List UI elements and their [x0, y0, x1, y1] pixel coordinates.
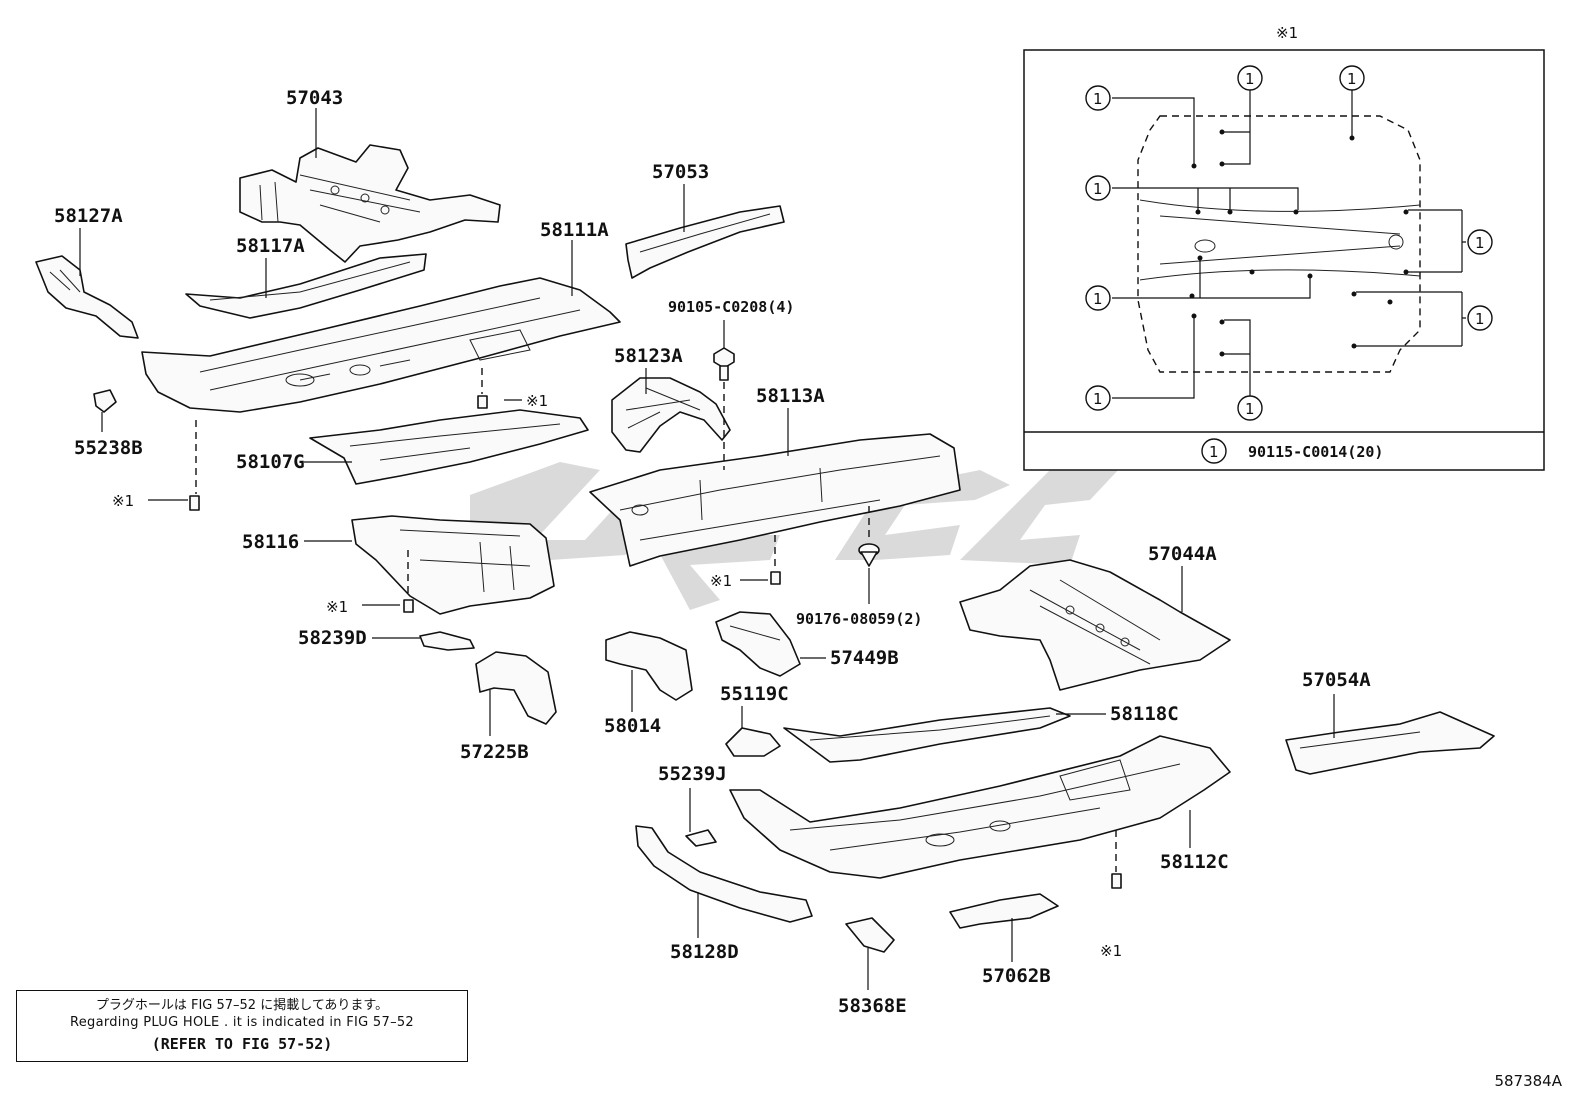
part-58112C-shape: [729, 735, 1231, 879]
part-58127A-shape: [35, 255, 139, 339]
part-58128D-shape: [635, 825, 813, 923]
label-57044A: 57044A: [1148, 543, 1217, 565]
label-55119C: 55119C: [720, 683, 789, 705]
label-57053: 57053: [652, 161, 709, 183]
legend-callout: 1: [1209, 443, 1219, 461]
callout-1: 1: [1093, 290, 1103, 308]
label-58107G: 58107G: [236, 451, 305, 473]
leader-lines: [79, 108, 1335, 990]
label-58014: 58014: [604, 715, 661, 737]
part-57054A-shape: [1285, 711, 1495, 775]
callout-1: 1: [1245, 400, 1255, 418]
label-90105-C0208: 90105-C0208(4): [668, 298, 794, 316]
part-57225B-shape: [475, 651, 557, 725]
callout-1: 1: [1093, 90, 1103, 108]
part-58368E-shape: [845, 917, 895, 953]
label-55238B: 55238B: [74, 437, 143, 459]
label-90176-08059: 90176-08059(2): [796, 610, 922, 628]
ref-mark: ※1: [1100, 942, 1122, 960]
label-57043: 57043: [286, 87, 343, 109]
label-58128D: 58128D: [670, 941, 739, 963]
part-90176-clip: [858, 543, 880, 567]
ref-mark: ※1: [710, 572, 732, 590]
inset-title-mark: ※1: [1276, 24, 1298, 42]
label-58118C: 58118C: [1110, 703, 1179, 725]
callout-1: 1: [1475, 234, 1485, 252]
part-57062B-shape: [949, 893, 1059, 929]
note-reference: (REFER TO FIG 57-52): [151, 1035, 333, 1053]
label-58368E: 58368E: [838, 995, 907, 1017]
label-55239J: 55239J: [658, 763, 727, 785]
label-58239D: 58239D: [298, 627, 367, 649]
part-58117A-shape: [185, 253, 427, 319]
inset-detail: ※1 1 1: [1023, 24, 1545, 471]
part-57044A-shape: [959, 559, 1231, 691]
part-58107G-shape: [309, 409, 589, 485]
callout-1: 1: [1245, 70, 1255, 88]
part-58111A-shape: [141, 277, 621, 413]
part-58239D-shape: [419, 631, 475, 651]
figure-code: 587384A: [1494, 1072, 1562, 1090]
part-58113A-shape: [589, 433, 961, 567]
label-57054A: 57054A: [1302, 669, 1371, 691]
label-58123A: 58123A: [614, 345, 683, 367]
part-55239J-shape: [685, 829, 717, 847]
part-57449B-shape: [715, 611, 801, 677]
part-58118C-shape: [783, 707, 1071, 763]
inset-callouts: 1 1 1 1 1 1 1 1 1: [1085, 65, 1493, 421]
part-58116-shape: [351, 515, 555, 615]
screw-icons: [189, 395, 1122, 889]
part-57053-shape: [625, 205, 785, 279]
note-japanese: プラグホールは FIG 57–52 に掲載してあります。: [95, 998, 389, 1013]
part-58014-shape: [605, 631, 693, 701]
label-58127A: 58127A: [54, 205, 123, 227]
ref-mark: ※1: [112, 492, 134, 510]
callout-1: 1: [1475, 310, 1485, 328]
callout-1: 1: [1347, 70, 1357, 88]
callout-1: 1: [1093, 390, 1103, 408]
label-58111A: 58111A: [540, 219, 609, 241]
label-58117A: 58117A: [236, 235, 305, 257]
fastener-dashes: [195, 368, 1117, 872]
label-58112C: 58112C: [1160, 851, 1229, 873]
callout-1: 1: [1093, 180, 1103, 198]
ref-mark: ※1: [326, 598, 348, 616]
part-55119C-shape: [725, 727, 781, 757]
note-english: Regarding PLUG HOLE . it is indicated in…: [69, 1015, 415, 1030]
label-58116: 58116: [242, 531, 299, 553]
legend-part-number: 90115-C0014(20): [1248, 443, 1383, 461]
label-58113A: 58113A: [756, 385, 825, 407]
label-57062B: 57062B: [982, 965, 1051, 987]
part-57043-shape: [239, 144, 501, 263]
label-57225B: 57225B: [460, 741, 529, 763]
part-55238B-shape: [93, 389, 117, 413]
part-58123A-shape: [611, 377, 731, 453]
ref-mark: ※1: [526, 392, 548, 410]
part-90105-bolt: [713, 347, 735, 381]
label-57449B: 57449B: [830, 647, 899, 669]
plug-hole-note: プラグホールは FIG 57–52 に掲載してあります。 Regarding P…: [16, 990, 468, 1062]
